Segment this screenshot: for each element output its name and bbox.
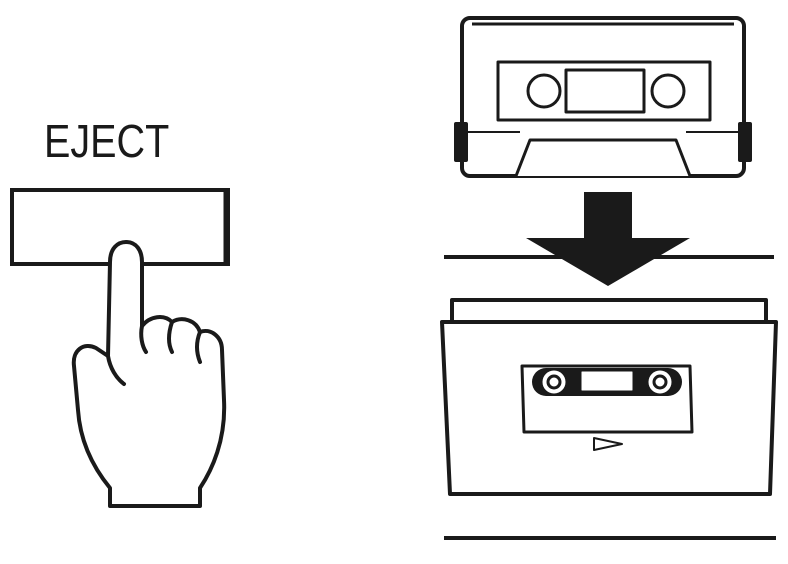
down-arrow-icon (526, 192, 690, 286)
cassette-compartment (440, 298, 778, 496)
eject-label: EJECT (44, 115, 170, 167)
pointing-finger-icon (71, 240, 227, 508)
cassette-tape-icon (454, 16, 752, 178)
